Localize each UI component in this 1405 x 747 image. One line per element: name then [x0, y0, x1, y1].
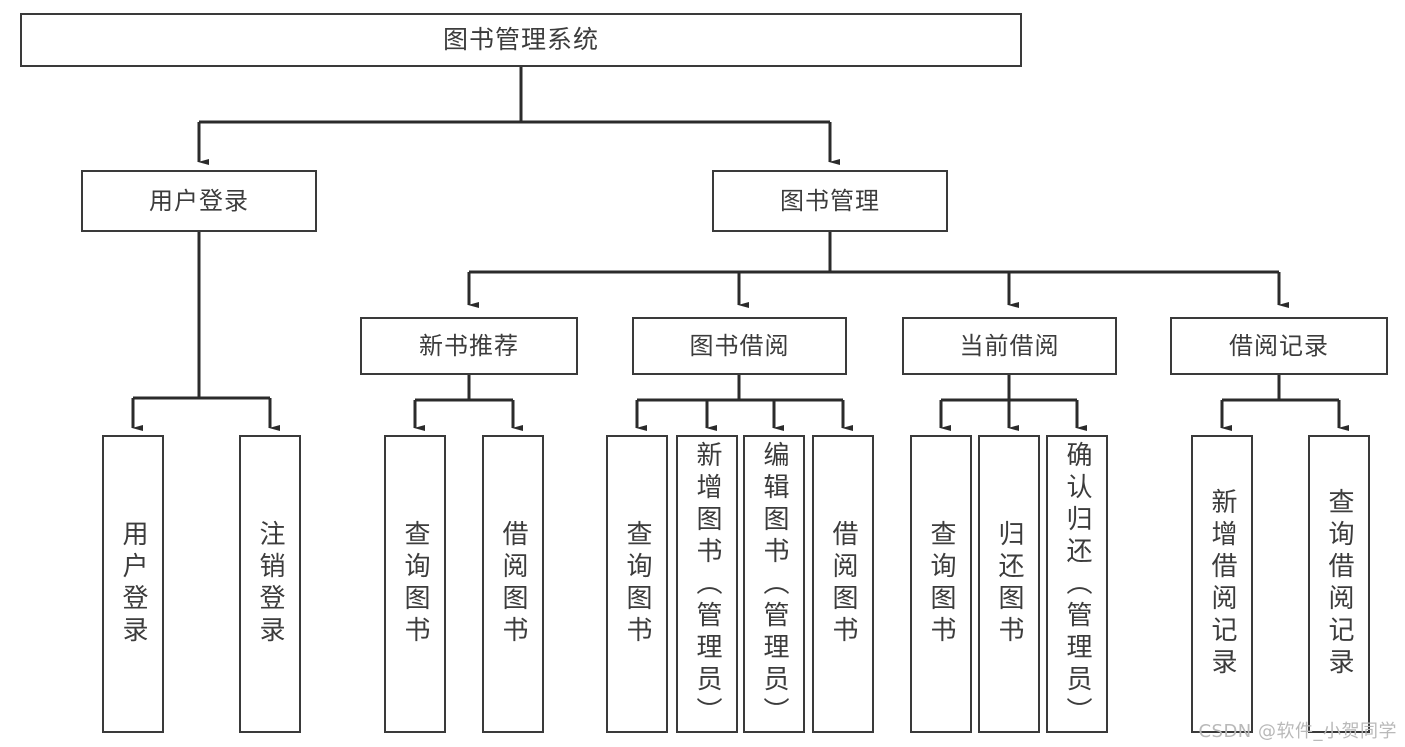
- node-label: 归还图书: [994, 520, 1024, 648]
- node-label: 确认归还（管理员）: [1062, 441, 1092, 729]
- leaf-new-book-query[interactable]: 查询图书: [384, 435, 446, 733]
- leaf-new-book-borrow[interactable]: 借阅图书: [482, 435, 544, 733]
- leaf-current-borrow-confirm-admin[interactable]: 确认归还（管理员）: [1046, 435, 1108, 733]
- node-label: 查询图书: [926, 520, 956, 648]
- node-root-system[interactable]: 图书管理系统: [20, 13, 1022, 67]
- node-label: 查询图书: [622, 520, 652, 648]
- node-borrow-record[interactable]: 借阅记录: [1170, 317, 1388, 375]
- node-label: 用户登录: [118, 520, 148, 648]
- node-new-book-recommend[interactable]: 新书推荐: [360, 317, 578, 375]
- node-book-borrow[interactable]: 图书借阅: [632, 317, 847, 375]
- node-label: 图书管理: [780, 186, 880, 215]
- node-label: 图书借阅: [689, 331, 790, 360]
- leaf-user-login-signin[interactable]: 用户登录: [102, 435, 164, 733]
- node-current-borrow[interactable]: 当前借阅: [902, 317, 1117, 375]
- leaf-book-borrow-query[interactable]: 查询图书: [606, 435, 668, 733]
- leaf-book-borrow-borrow[interactable]: 借阅图书: [812, 435, 874, 733]
- leaf-book-borrow-add-admin[interactable]: 新增图书（管理员）: [676, 435, 738, 733]
- node-label: 新增借阅记录: [1207, 488, 1237, 680]
- leaf-current-borrow-return[interactable]: 归还图书: [978, 435, 1040, 733]
- node-label: 当前借阅: [959, 331, 1060, 360]
- node-label: 新增图书（管理员）: [692, 441, 722, 729]
- node-label: 借阅图书: [828, 520, 858, 648]
- node-label: 注销登录: [255, 520, 285, 648]
- node-label: 查询借阅记录: [1324, 488, 1354, 680]
- node-label: 编辑图书（管理员）: [759, 441, 789, 729]
- watermark: CSDN @软件_小贺同学: [1198, 721, 1397, 742]
- node-label: 查询图书: [400, 520, 430, 648]
- leaf-current-borrow-query[interactable]: 查询图书: [910, 435, 972, 733]
- node-label: 借阅图书: [498, 520, 528, 648]
- node-label: 新书推荐: [419, 331, 519, 360]
- node-label: 用户登录: [149, 186, 249, 215]
- leaf-book-borrow-edit-admin[interactable]: 编辑图书（管理员）: [743, 435, 805, 733]
- node-label: 图书管理系统: [442, 25, 599, 55]
- node-user-login[interactable]: 用户登录: [81, 170, 317, 232]
- leaf-borrow-record-query[interactable]: 查询借阅记录: [1308, 435, 1370, 733]
- leaf-borrow-record-add[interactable]: 新增借阅记录: [1191, 435, 1253, 733]
- leaf-user-login-signout[interactable]: 注销登录: [239, 435, 301, 733]
- node-label: 借阅记录: [1229, 331, 1329, 360]
- node-book-management[interactable]: 图书管理: [712, 170, 948, 232]
